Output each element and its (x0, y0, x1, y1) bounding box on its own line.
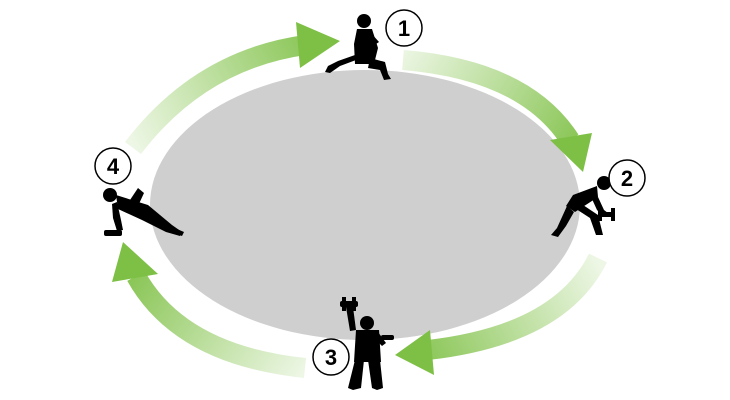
lunge-curl-icon (325, 14, 391, 80)
step-number-4: 4 (107, 154, 120, 179)
arrow-3-to-4 (112, 242, 307, 378)
arrow-2-to-3 (395, 253, 607, 375)
step-badge-2: 2 (608, 159, 646, 197)
bent-over-row-icon (551, 176, 615, 237)
plank-row-icon (103, 188, 184, 236)
step-badge-3: 3 (312, 338, 350, 376)
arrow-1-to-2 (402, 50, 592, 172)
arrow-4-to-1 (125, 22, 340, 155)
step-number-2: 2 (621, 166, 633, 191)
overhead-press-icon (340, 297, 394, 390)
step-number-1: 1 (398, 16, 410, 41)
step-badge-1: 1 (385, 9, 423, 47)
step-number-3: 3 (325, 345, 337, 370)
arena-ellipse (150, 70, 580, 340)
step-badge-4: 4 (94, 147, 132, 185)
